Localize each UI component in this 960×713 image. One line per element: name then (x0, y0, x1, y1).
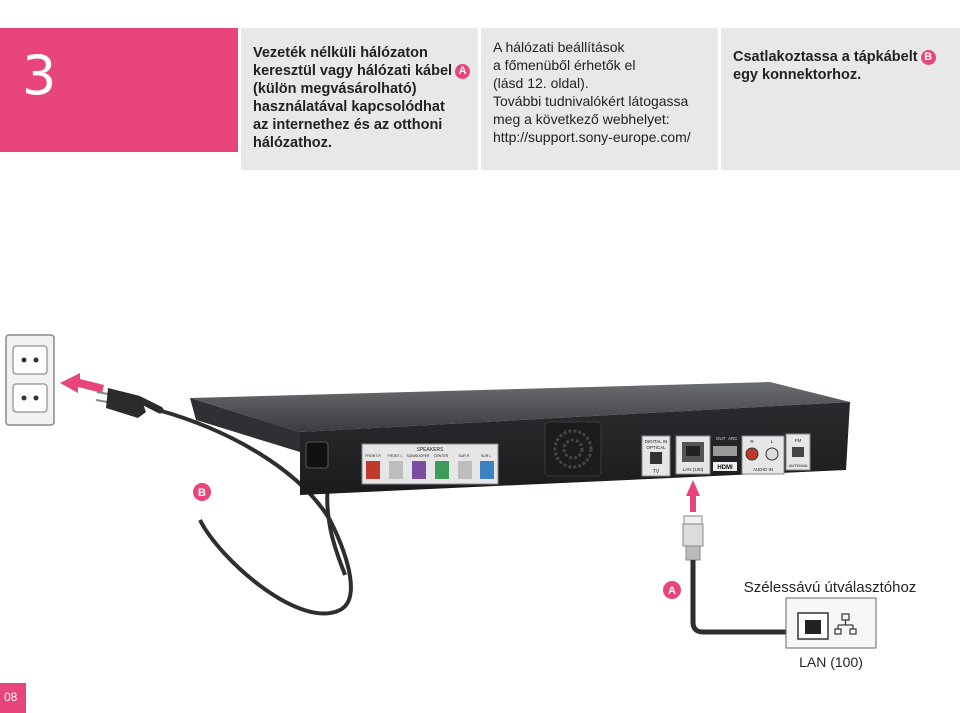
speaker-label: FRONT R (365, 454, 381, 458)
insert-arrow-icon (60, 373, 104, 393)
hdmi-out-label: OUT (716, 436, 726, 441)
text-line: A hálózati beállítások (493, 39, 625, 55)
text-line: az internethez és az otthoni (253, 117, 443, 133)
badge-a: A (455, 64, 471, 79)
speaker-label: SUBWOOFER (407, 454, 430, 458)
step-number: 3 (22, 44, 57, 107)
badge-a-text: A (668, 585, 676, 597)
page-number: 08 (4, 690, 18, 704)
lan-port: LAN (100) (675, 435, 711, 475)
instruction-panel-connect-network: Vezeték nélküli hálózaton keresztül vagy… (241, 28, 478, 170)
audio-r-label: R (750, 439, 754, 444)
badge-b-text: B (198, 487, 206, 499)
lan-cable (690, 560, 795, 635)
router-caption: Szélessávú útválasztóhoz (744, 579, 917, 596)
text-line: meg a következő webhelyet: (493, 111, 670, 127)
text-line: a főmenüből érhetők el (493, 57, 636, 73)
step-header (0, 28, 238, 152)
badge-a-illustration: A (663, 581, 681, 599)
panel-text: A hálózati beállítások a főmenüből érhet… (493, 38, 691, 146)
wall-outlet (5, 334, 55, 426)
audio-in-port: R L AUDIO IN (741, 435, 785, 475)
speaker-label: SUR L (481, 454, 491, 458)
support-url[interactable]: http://support.sony-europe.com/ (493, 129, 691, 145)
router-port-label: LAN (100) (799, 654, 863, 670)
antenna-label: ANTENNA (788, 463, 807, 468)
tv-label: TV (653, 469, 660, 475)
digital-in-label: DIGITAL IN (645, 439, 668, 444)
lan-cable-plug (682, 515, 704, 561)
speaker-label: SUR R (459, 454, 470, 458)
text-line: keresztül vagy hálózati kábel (253, 63, 453, 79)
badge-b: B (920, 50, 936, 65)
text-line: Csatlakoztassa a tápkábelt (733, 49, 918, 65)
text-line: További tudnivalókért látogassa (493, 93, 689, 109)
speaker-label: FRONT L (388, 454, 403, 458)
badge-b-illustration: B (193, 483, 211, 501)
hdmi-label: HDMI (717, 465, 733, 471)
speaker-terminals: SPEAKERS FRONT R FRONT L SUBWOOFER CENTE… (361, 443, 499, 485)
audio-l-label: L (771, 439, 774, 444)
lan-label: LAN (100) (683, 467, 704, 472)
text-line: hálózathoz. (253, 135, 332, 151)
text-line: (külön megvásárolható) (253, 81, 417, 97)
power-cable (157, 408, 353, 616)
lan-arrow-icon (686, 480, 700, 512)
text-line: (lásd 12. oldal). (493, 75, 589, 91)
digital-in-port: DIGITAL IN OPTICAL TV (641, 435, 671, 477)
page-number-box: 08 (0, 683, 26, 713)
device-top (190, 382, 850, 432)
optical-label: OPTICAL (646, 445, 666, 450)
fm-label: FM (795, 438, 802, 443)
device-side (190, 398, 300, 452)
network-icon (834, 613, 857, 635)
speakers-title: SPEAKERS (417, 447, 445, 453)
audio-in-label: AUDIO IN (753, 467, 773, 472)
router-lan-port (785, 597, 877, 649)
text-line: használatával kapcsolódhat (253, 99, 445, 115)
ac-inlet (305, 441, 329, 469)
hdmi-arc-label: ARC (728, 436, 738, 441)
panel-text: Vezeték nélküli hálózaton keresztül vagy… (253, 44, 471, 152)
instruction-panel-network-settings: A hálózati beállítások a főmenüből érhet… (481, 28, 718, 170)
text-line: Vezeték nélküli hálózaton (253, 45, 428, 61)
text-line: egy konnektorhoz. (733, 67, 862, 83)
fan-grille (544, 421, 602, 477)
power-plug (95, 388, 164, 418)
speaker-label: CENTER (434, 454, 449, 458)
hdmi-port: OUT ARC HDMI (713, 436, 738, 471)
antenna-port: FM ANTENNA (785, 433, 811, 471)
